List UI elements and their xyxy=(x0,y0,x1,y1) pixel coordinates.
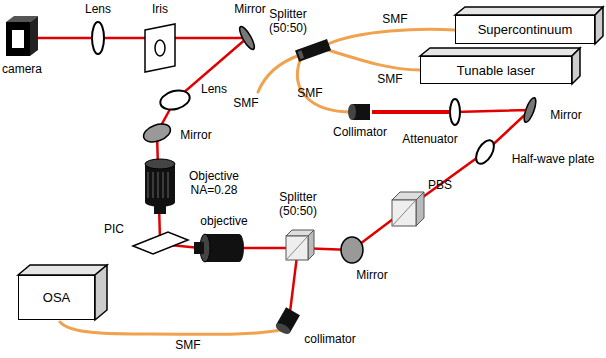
component-label: Half-wave plate xyxy=(512,153,595,167)
component-label: Lens xyxy=(85,3,111,17)
source-box: Supercontinuum xyxy=(455,15,595,44)
component-label: Mirror xyxy=(550,109,581,123)
source-box: Tunable laser xyxy=(420,56,572,84)
fiber-label: SMF xyxy=(377,73,402,87)
component-label: Mirror xyxy=(356,269,387,283)
box-text: Tunable laser xyxy=(457,63,535,78)
component-label: Splitter (50:50) xyxy=(267,191,329,219)
component-label: Mirror xyxy=(234,3,265,17)
instrument-box: OSA xyxy=(18,275,95,320)
component-label: Iris xyxy=(152,3,168,17)
component-label: Collimator xyxy=(333,126,387,140)
component-label: objective xyxy=(200,215,247,229)
fiber-label: SMF xyxy=(382,13,407,27)
component-label: PBS xyxy=(428,179,452,193)
box-text: OSA xyxy=(43,290,70,305)
fiber-label: SMF xyxy=(233,97,258,111)
component-label: Mirror xyxy=(180,129,211,143)
fiber-label: SMF xyxy=(175,339,200,353)
component-label: Objective NA=0.28 xyxy=(183,170,245,198)
component-label: collimator xyxy=(304,333,355,347)
component-label: Attenuator xyxy=(402,133,457,147)
box-text: Supercontinuum xyxy=(478,22,573,37)
component-label: Splitter (50:50) xyxy=(257,8,319,36)
fiber-label: SMF xyxy=(297,87,322,101)
component-label: Lens xyxy=(201,83,227,97)
component-label: PIC xyxy=(104,223,124,237)
component-label: camera xyxy=(2,63,42,77)
